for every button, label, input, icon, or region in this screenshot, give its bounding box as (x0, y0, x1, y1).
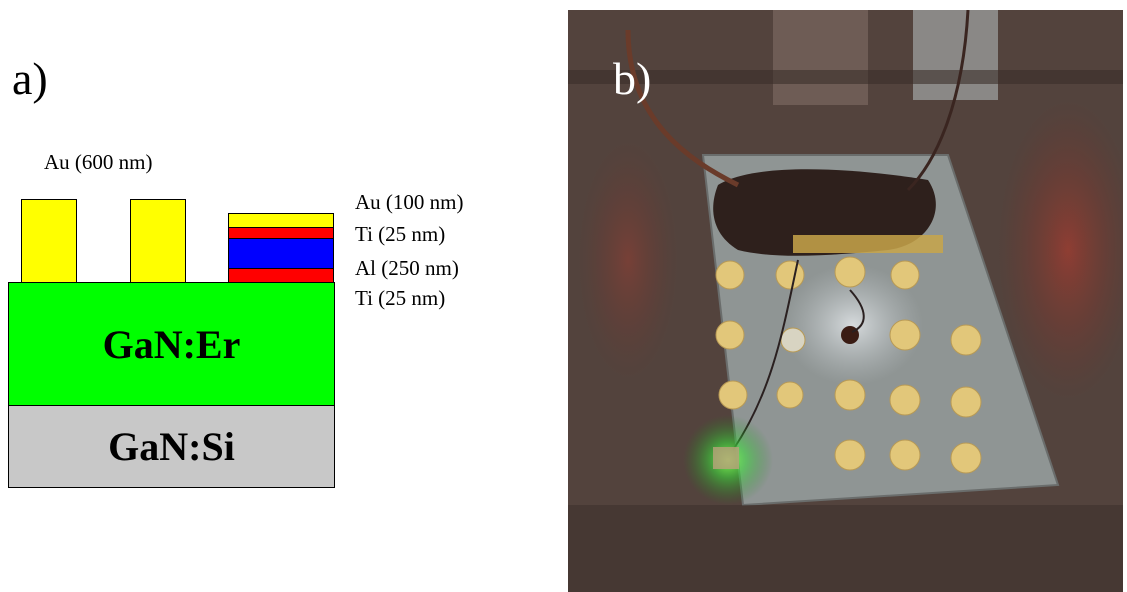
device-photo (568, 10, 1123, 592)
photo-wire-left (625, 29, 740, 188)
au-contact-middle (130, 199, 186, 283)
stack-au-layer (228, 213, 334, 228)
gan-si-layer: GaN:Si (8, 405, 335, 488)
photo-dark-blob (713, 169, 936, 256)
contact-label: Au (600 nm) (44, 150, 153, 174)
gan-er-label: GaN:Er (102, 322, 241, 367)
gan-er-layer: GaN:Er (8, 282, 335, 406)
stack-label-ti-bottom: Ti (25 nm) (355, 286, 446, 310)
au-contact-left (21, 199, 77, 283)
stack-ti-bottom-layer (228, 268, 334, 283)
panel-a-label: a) (12, 53, 48, 104)
panel-b-label: b) (613, 53, 652, 104)
stack-label-au: Au (100 nm) (355, 190, 464, 214)
photo-contact-dots (715, 256, 982, 474)
photo-wire-right (906, 10, 970, 192)
stack-label-ti-top: Ti (25 nm) (355, 222, 446, 246)
gan-si-label: GaN:Si (108, 424, 235, 469)
photo-top-pad-left (773, 10, 868, 105)
photo-top-pad-right (913, 10, 998, 100)
stack-label-al: Al (250 nm) (355, 256, 459, 280)
stack-al-layer (228, 238, 334, 269)
